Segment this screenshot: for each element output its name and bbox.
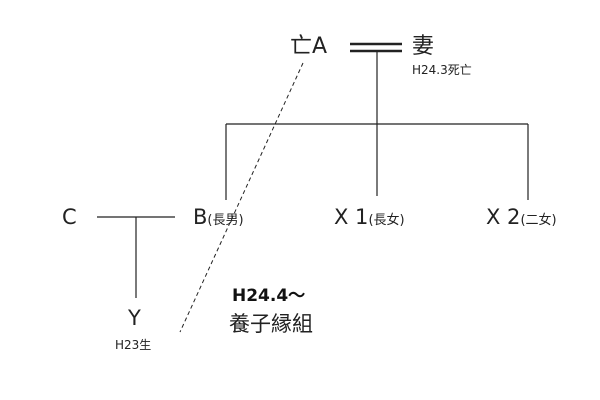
adoption-date: H24.4～ <box>232 286 306 306</box>
person-b-relation: (長男) <box>207 213 244 228</box>
person-x2-name: X 2 <box>486 205 521 229</box>
person-x2: X 2(二女) <box>486 207 557 228</box>
person-x1-name: X 1 <box>334 205 369 229</box>
person-x2-relation: (二女) <box>520 213 557 228</box>
person-y: Y <box>128 306 141 330</box>
person-b-name: B <box>193 205 208 229</box>
adoption-dotted-line <box>179 62 304 333</box>
wife-death-note: H24.3死亡 <box>412 63 472 77</box>
person-x1-relation: (長女) <box>368 213 405 228</box>
person-b: B(長男) <box>193 207 244 228</box>
person-a: 亡A <box>290 34 328 59</box>
person-wife: 妻 <box>412 34 435 59</box>
person-c: C <box>62 205 77 229</box>
y-birth-note: H23生 <box>115 338 152 352</box>
person-x1: X 1(長女) <box>334 207 405 228</box>
adoption-label: 養子縁組 <box>229 312 313 336</box>
